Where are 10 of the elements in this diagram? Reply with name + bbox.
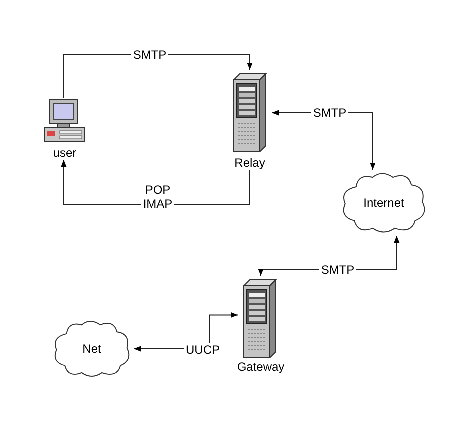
node-label: Relay: [234, 156, 266, 170]
edge-label: POP IMAP: [141, 183, 175, 211]
edge-label: UUCP: [184, 343, 222, 357]
edge-label: SMTP: [319, 263, 357, 277]
edge-label: SMTP: [131, 48, 169, 62]
node-label: Net: [82, 342, 102, 356]
edge-label: SMTP: [311, 106, 349, 120]
node-label: Internet: [364, 196, 404, 210]
node-label: Gateway: [237, 360, 285, 374]
node-label: user: [53, 146, 77, 160]
